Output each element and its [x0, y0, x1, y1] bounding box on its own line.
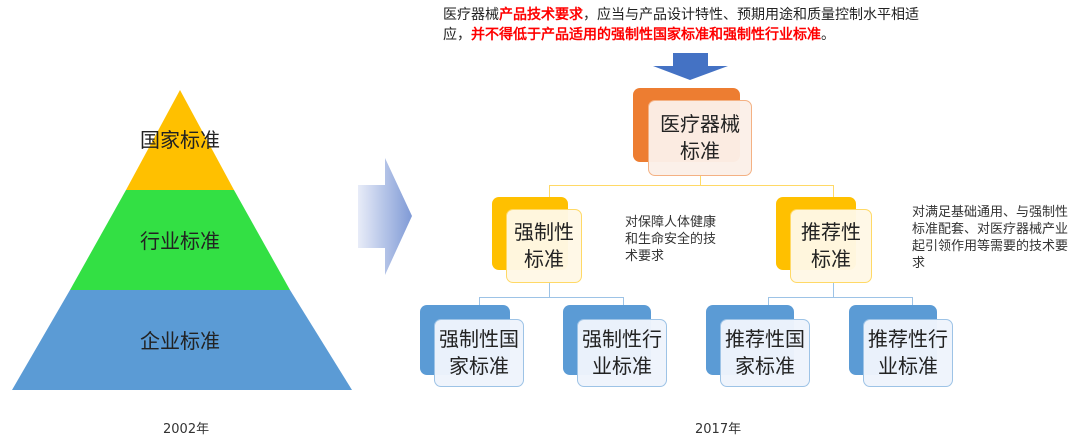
- pyramid-bottom: [12, 290, 352, 390]
- leaf-recommended-national: 推荐性国家标准: [720, 319, 810, 387]
- connector: [549, 185, 834, 186]
- intro-part: 医疗器械: [443, 7, 499, 23]
- connector: [479, 297, 480, 305]
- pyramid-top: [126, 90, 234, 190]
- connector: [549, 185, 550, 197]
- connector: [549, 283, 550, 297]
- pyramid-label-national: 国家标准: [140, 128, 220, 152]
- year-2002: 2002年: [163, 422, 210, 437]
- recommended-node: 推荐性标准: [790, 209, 872, 283]
- intro-highlight: 并不得低于产品适用的强制性国家标准和强制性行业标准: [471, 27, 821, 43]
- connector: [479, 297, 624, 298]
- leaf-mandatory-national: 强制性国家标准: [434, 319, 524, 387]
- down-arrow-icon: [653, 53, 728, 80]
- connector: [833, 185, 834, 197]
- intro-part: 。: [821, 27, 835, 43]
- year-2017: 2017年: [695, 422, 742, 437]
- root-node: 医疗器械标准: [648, 100, 752, 176]
- pyramid-label-industry: 行业标准: [140, 229, 220, 253]
- pyramid-middle: [70, 190, 290, 290]
- connector: [768, 297, 913, 298]
- mandatory-node: 强制性标准: [506, 209, 582, 283]
- intro-part: ，应当与产品设计特性、预期用途和质量控制水平相适应，: [443, 7, 919, 43]
- leaf-mandatory-industry: 强制性行业标准: [577, 319, 667, 387]
- recommended-note: 对满足基础通用、与强制性标准配套、对医疗器械产业起引领作用等需要的技术要求: [912, 205, 1069, 271]
- intro-highlight: 产品技术要求: [499, 7, 583, 23]
- connector: [623, 297, 624, 305]
- connector: [700, 176, 701, 185]
- connector: [833, 283, 834, 297]
- mandatory-note: 对保障人体健康和生命安全的技术要求: [625, 215, 717, 264]
- intro-text: 医疗器械产品技术要求，应当与产品设计特性、预期用途和质量控制水平相适应，并不得低…: [443, 5, 943, 45]
- leaf-recommended-industry: 推荐性行业标准: [863, 319, 953, 387]
- connector: [912, 297, 913, 305]
- pyramid-label-enterprise: 企业标准: [140, 329, 220, 353]
- connector: [768, 297, 769, 305]
- transition-arrow-icon: [358, 158, 412, 275]
